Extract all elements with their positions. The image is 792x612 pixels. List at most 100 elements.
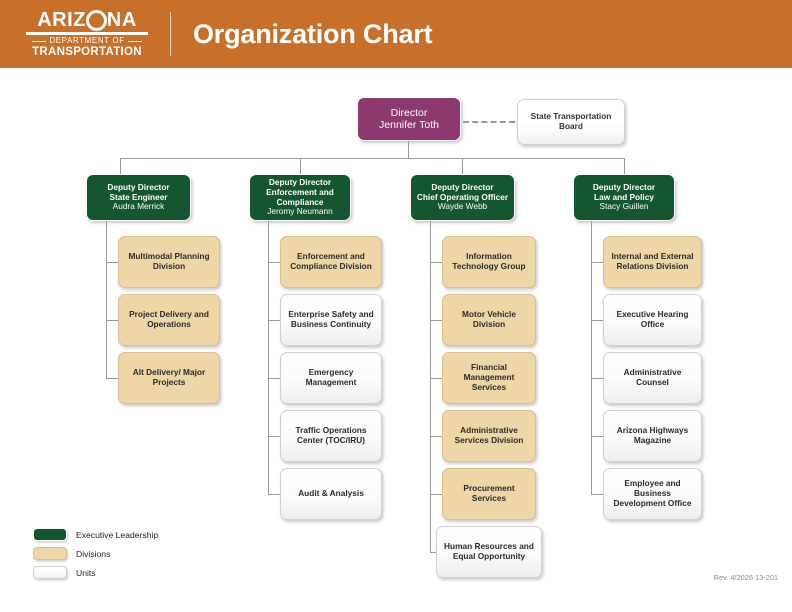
connector-stub-1-2: [106, 320, 118, 322]
node-emergency-management[interactable]: Emergency Management: [280, 352, 382, 404]
node-label: Enterprise Safety and Business Continuit…: [288, 309, 374, 329]
revision-text: Rev. 4/2026 13-201: [713, 573, 778, 582]
node-deputy-chief-operating-officer[interactable]: Deputy Director Chief Operating Officer …: [410, 174, 515, 221]
legend-swatch-units-icon: [33, 566, 67, 579]
connector-stub-3-2: [430, 320, 442, 322]
node-label: Information Technology Group: [452, 251, 526, 271]
node-human-resources-equal-opportunity[interactable]: Human Resources and Equal Opportunity: [436, 526, 542, 578]
connector-spine-col-3: [430, 221, 432, 553]
node-label: Internal and External Relations Division: [611, 251, 694, 271]
node-procurement-services[interactable]: Procurement Services: [442, 468, 536, 520]
node-label: Emergency Management: [305, 367, 357, 387]
deputy-4-name: Stacy Guillen: [599, 201, 649, 212]
node-label: Arizona Highways Magazine: [616, 425, 689, 445]
connector-stub-4-2: [591, 320, 603, 322]
node-label: Financial Management Services: [463, 362, 515, 392]
node-label: Administrative Counsel: [623, 367, 682, 387]
legend-swatch-executive-icon: [33, 528, 67, 541]
org-chart-canvas: Director Jennifer Toth State Transportat…: [0, 68, 792, 612]
connector-stub-2-2: [268, 320, 280, 322]
node-enterprise-safety-business-continuity[interactable]: Enterprise Safety and Business Continuit…: [280, 294, 382, 346]
node-motor-vehicle-division[interactable]: Motor Vehicle Division: [442, 294, 536, 346]
node-deputy-enforcement-compliance[interactable]: Deputy Director Enforcement and Complian…: [249, 174, 351, 221]
logo-text-transportation: TRANSPORTATION: [32, 46, 142, 59]
deputy-2-title-line1: Deputy Director: [268, 176, 332, 187]
logo-text-department: DEPARTMENT OF: [49, 36, 125, 46]
logo-rule-top: [26, 32, 148, 36]
node-label: Administrative Services Division: [454, 425, 524, 445]
node-information-technology-group[interactable]: Information Technology Group: [442, 236, 536, 288]
node-audit-and-analysis[interactable]: Audit & Analysis: [280, 468, 382, 520]
node-financial-management-services[interactable]: Financial Management Services: [442, 352, 536, 404]
legend-swatch-divisions-icon: [33, 547, 67, 560]
deputy-3-title-line1: Deputy Director: [431, 181, 494, 192]
legend-item-executive-leadership: Executive Leadership: [33, 528, 158, 541]
connector-stub-4-1: [591, 262, 603, 264]
node-deputy-state-engineer[interactable]: Deputy Director State Engineer Audra Mer…: [86, 174, 191, 221]
legend-label: Units: [76, 567, 96, 578]
node-label: Multimodal Planning Division: [128, 251, 210, 271]
deputy-2-name: Jeromy Neumann: [267, 206, 333, 217]
deputy-1-name: Audra Merrick: [112, 201, 165, 212]
node-label: Audit & Analysis: [298, 488, 364, 499]
logo-text-na: NA: [106, 8, 137, 31]
node-administrative-services-division[interactable]: Administrative Services Division: [442, 410, 536, 462]
node-deputy-law-and-policy[interactable]: Deputy Director Law and Policy Stacy Gui…: [573, 174, 675, 221]
node-employee-business-development-office[interactable]: Employee and Business Development Office: [603, 468, 702, 520]
node-label: Project Delivery and Operations: [129, 309, 209, 329]
logo-dash-left-icon: [32, 40, 47, 43]
node-traffic-operations-center[interactable]: Traffic Operations Center (TOC/IRU): [280, 410, 382, 462]
connector-stub-4-5: [591, 494, 603, 496]
connector-drop-col-2: [300, 158, 302, 174]
node-label: Human Resources and Equal Opportunity: [444, 541, 534, 561]
header-divider: [170, 12, 171, 56]
node-multimodal-planning-division[interactable]: Multimodal Planning Division: [118, 236, 220, 288]
connector-stub-2-1: [268, 262, 280, 264]
node-enforcement-and-compliance-division[interactable]: Enforcement and Compliance Division: [280, 236, 382, 288]
connector-director-to-board: [463, 121, 515, 123]
node-internal-external-relations-division[interactable]: Internal and External Relations Division: [603, 236, 702, 288]
connector-stub-2-4: [268, 436, 280, 438]
connector-drop-col-1: [120, 158, 122, 174]
director-title: Director: [390, 106, 428, 119]
connector-stub-3-1: [430, 262, 442, 264]
legend-label: Divisions: [76, 548, 111, 559]
adot-logo: ARIZ NA DEPARTMENT OF TRANSPORTATION: [26, 9, 148, 58]
connector-spine-col-1: [106, 221, 108, 379]
logo-department-of: DEPARTMENT OF: [26, 36, 148, 46]
legend-item-units: Units: [33, 566, 158, 579]
node-label: Enforcement and Compliance Division: [290, 251, 372, 271]
legend-label: Executive Leadership: [76, 529, 159, 540]
node-alt-delivery-major-projects[interactable]: Alt Delivery/ Major Projects: [118, 352, 220, 404]
deputy-3-name: Wayde Webb: [437, 201, 488, 212]
node-label: Procurement Services: [463, 483, 515, 503]
connector-stub-3-3: [430, 378, 442, 380]
legend: Executive Leadership Divisions Units: [33, 528, 158, 585]
connector-director-stem: [408, 141, 410, 158]
node-executive-hearing-office[interactable]: Executive Hearing Office: [603, 294, 702, 346]
node-project-delivery-and-operations[interactable]: Project Delivery and Operations: [118, 294, 220, 346]
node-arizona-highways-magazine[interactable]: Arizona Highways Magazine: [603, 410, 702, 462]
logo-text-ariz: ARIZ: [37, 8, 86, 31]
deputy-3-title-line2: Chief Operating Officer: [416, 191, 509, 202]
connector-stub-2-5: [268, 494, 280, 496]
board-label: State Transportation Board: [530, 111, 612, 131]
connector-deputy-bus: [120, 158, 625, 160]
connector-stub-4-3: [591, 378, 603, 380]
node-administrative-counsel[interactable]: Administrative Counsel: [603, 352, 702, 404]
connector-stub-1-1: [106, 262, 118, 264]
connector-spine-col-4: [591, 221, 593, 495]
connector-stub-2-3: [268, 378, 280, 380]
legend-item-divisions: Divisions: [33, 547, 158, 560]
connector-stub-3-4: [430, 436, 442, 438]
connector-stub-4-4: [591, 436, 603, 438]
deputy-4-title-line2: Law and Policy: [594, 191, 654, 202]
node-state-transportation-board[interactable]: State Transportation Board: [517, 99, 625, 145]
deputy-2-title-line2: Enforcement and Compliance: [266, 186, 334, 207]
node-label: Traffic Operations Center (TOC/IRU): [295, 425, 367, 445]
node-label: Executive Hearing Office: [616, 309, 689, 329]
connector-drop-col-3: [462, 158, 464, 174]
node-director[interactable]: Director Jennifer Toth: [357, 97, 461, 141]
connector-stub-1-3: [106, 378, 118, 380]
connector-drop-col-4: [624, 158, 626, 174]
